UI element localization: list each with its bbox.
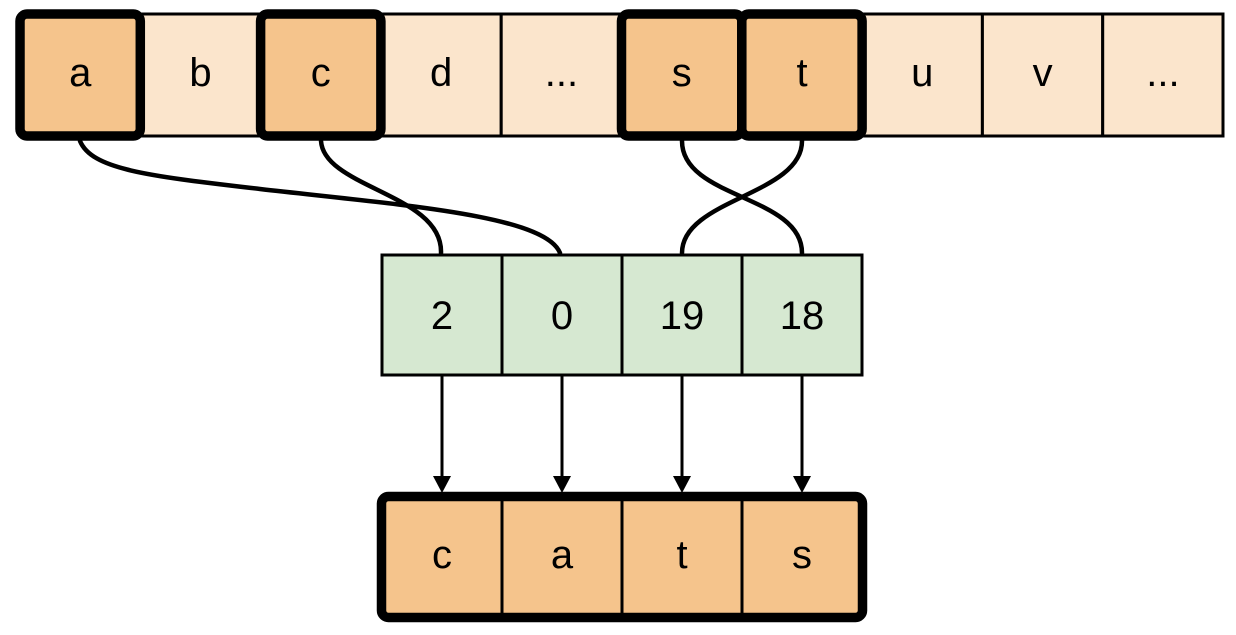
alphabet-label-d: d xyxy=(430,51,452,95)
alphabet-label-a: a xyxy=(69,51,92,95)
alphabet-label-s: s xyxy=(672,51,692,95)
alphabet-cell-ellipsis-2 xyxy=(1101,12,1225,138)
result-cell-t xyxy=(620,495,744,619)
index-label-2: 2 xyxy=(431,294,453,338)
alphabet-label-u: u xyxy=(911,51,933,95)
connector-t-to-19 xyxy=(679,138,805,256)
arrowhead-icon-2 xyxy=(553,476,571,493)
result-cell-s xyxy=(740,495,864,619)
arrowhead-icon-4 xyxy=(793,476,811,493)
arrowhead-icon-1 xyxy=(433,476,451,493)
letter-to-index-connectors xyxy=(77,138,805,256)
alphabet-cell-d xyxy=(379,12,503,138)
alphabet-cell-t-highlighted xyxy=(737,9,867,141)
connector-a-to-0 xyxy=(77,138,563,256)
result-label-a: a xyxy=(551,533,574,577)
alphabet-label-v: v xyxy=(1033,51,1053,95)
alphabet-row: a b c d ... s t u v ... xyxy=(15,9,1225,141)
result-label-s: s xyxy=(792,533,812,577)
alphabet-cell-a-highlighted xyxy=(15,9,146,141)
connector-c-to-2 xyxy=(318,138,444,256)
result-cell-a xyxy=(500,495,624,619)
index-cell-18 xyxy=(740,253,864,377)
alphabet-label-t: t xyxy=(796,51,807,95)
alphabet-cell-v xyxy=(980,12,1105,138)
index-label-19: 19 xyxy=(660,294,705,338)
index-cell-2 xyxy=(380,253,504,377)
result-label-t: t xyxy=(676,533,687,577)
index-cell-0 xyxy=(500,253,624,377)
alphabet-cell-c-highlighted xyxy=(255,9,386,141)
arrowhead-icon-3 xyxy=(673,476,691,493)
result-row-outline xyxy=(376,491,868,623)
alphabet-label-c: c xyxy=(311,51,331,95)
alphabet-label-ellipsis-2: ... xyxy=(1146,51,1179,95)
alphabet-label-b: b xyxy=(189,51,211,95)
index-to-result-arrows xyxy=(433,376,811,493)
result-row: c a t s xyxy=(376,491,868,623)
alphabet-cell-ellipsis-1 xyxy=(499,12,624,138)
result-label-c: c xyxy=(432,533,452,577)
index-row: 2 0 19 18 xyxy=(380,253,864,377)
index-label-0: 0 xyxy=(551,294,573,338)
index-label-18: 18 xyxy=(780,294,825,338)
alphabet-label-ellipsis-1: ... xyxy=(545,51,578,95)
